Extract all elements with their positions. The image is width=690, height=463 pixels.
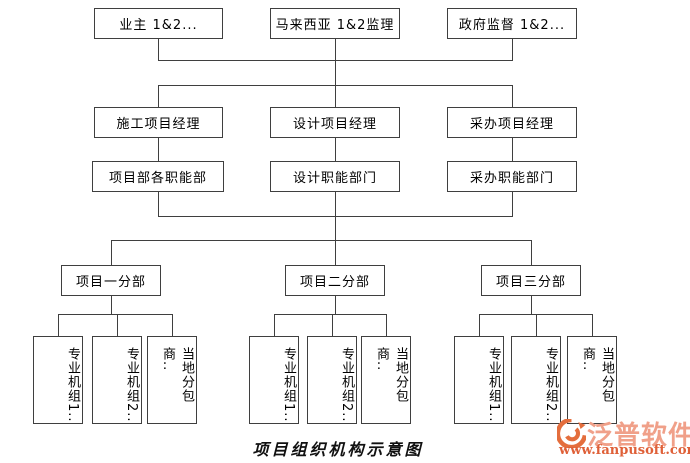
node-procurement-functions: 采办职能部门: [447, 161, 577, 192]
connector-line: [335, 216, 336, 241]
node-malaysia-supervision: 马来西亚 1&2监理: [270, 8, 400, 39]
node-crew-1-g2: 专业机组1..: [249, 336, 299, 424]
connector-line: [512, 138, 513, 161]
fanpu-logo-icon: [557, 419, 586, 448]
node-local-subcontractor-g1: 当地分包商..: [147, 336, 197, 424]
connector-line: [592, 314, 593, 336]
connector-line: [158, 85, 159, 107]
connector-line: [158, 60, 513, 61]
node-owner: 业主 1&2...: [94, 8, 223, 39]
connector-line: [158, 192, 159, 216]
connector-line: [332, 314, 333, 336]
connector-line: [335, 296, 336, 314]
node-local-subcontractor-g3: 当地分包商..: [567, 336, 617, 424]
connector-line: [531, 240, 532, 265]
node-division-1: 项目一分部: [61, 265, 161, 296]
node-procurement-pm: 采办项目经理: [447, 107, 577, 138]
connector-line: [512, 39, 513, 60]
node-crew-2-g2: 专业机组2..: [307, 336, 357, 424]
node-crew-2-g1: 专业机组2..: [92, 336, 142, 424]
watermark-brand-text: 泛普软件: [587, 421, 690, 451]
connector-line: [58, 314, 59, 336]
watermark-url-text: www.fanpusoft.com: [559, 443, 690, 458]
connector-line: [158, 39, 159, 60]
connector-line: [111, 240, 112, 265]
node-government-supervision: 政府监督 1&2...: [447, 8, 577, 39]
connector-line: [111, 296, 112, 314]
node-crew-1-g3: 专业机组1..: [454, 336, 504, 424]
connector-line: [479, 314, 480, 336]
node-design-functions: 设计职能部门: [270, 161, 400, 192]
connector-line: [531, 296, 532, 314]
connector-line: [512, 85, 513, 107]
connector-line: [386, 314, 387, 336]
node-division-2: 项目二分部: [285, 265, 385, 296]
connector-line: [274, 314, 275, 336]
fanpu-watermark: 泛普软件 www.fanpusoft.com: [556, 415, 690, 461]
node-construction-pm: 施工项目经理: [94, 107, 223, 138]
connector-line: [335, 39, 336, 85]
node-crew-1-g1: 专业机组1..: [33, 336, 83, 424]
connector-line: [335, 138, 336, 161]
connector-line: [58, 314, 173, 315]
connector-line: [111, 240, 532, 241]
connector-line: [335, 192, 336, 216]
connector-line: [274, 314, 387, 315]
node-project-dept-functions: 项目部各职能部: [92, 161, 224, 192]
connector-line: [335, 85, 336, 107]
node-design-pm: 设计项目经理: [270, 107, 400, 138]
connector-line: [117, 314, 118, 336]
connector-line: [536, 314, 537, 336]
diagram-caption: 项目组织机构示意图: [252, 440, 424, 459]
connector-line: [172, 314, 173, 336]
connector-line: [158, 138, 159, 161]
connector-line: [335, 240, 336, 265]
node-crew-2-g3: 专业机组2..: [511, 336, 561, 424]
node-local-subcontractor-g2: 当地分包商..: [361, 336, 411, 424]
node-division-3: 项目三分部: [481, 265, 581, 296]
connector-line: [512, 192, 513, 216]
